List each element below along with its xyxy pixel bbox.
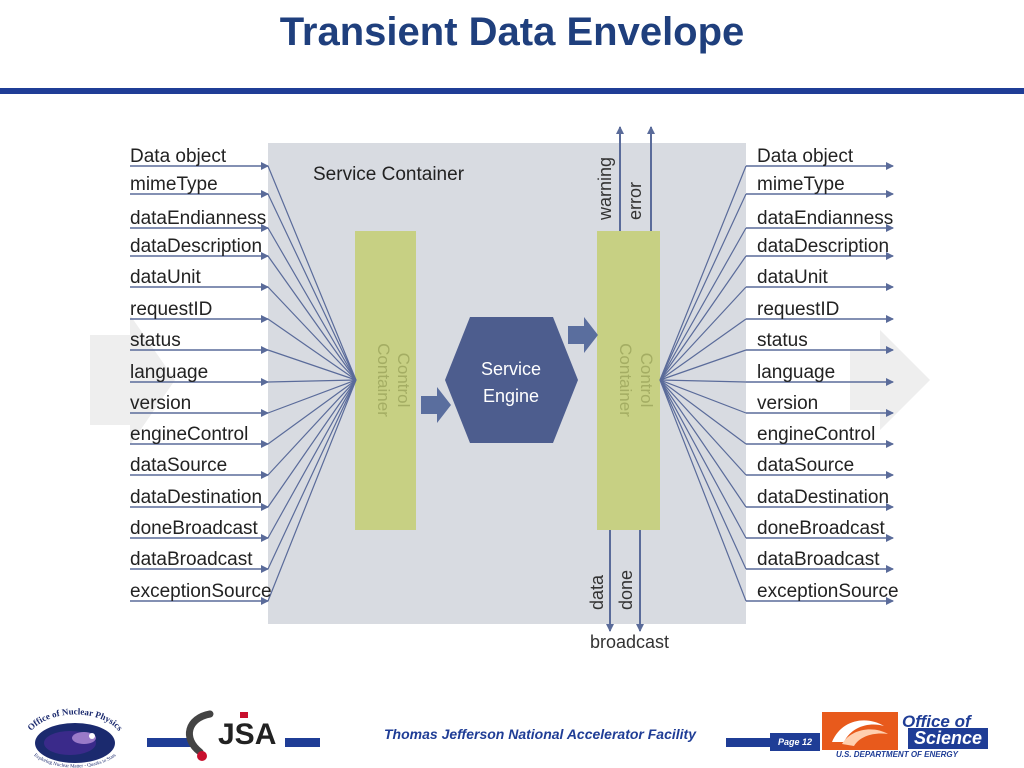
footer-bar-right: [726, 738, 770, 747]
right-field-label: Data object: [757, 146, 854, 167]
left-field-label: dataBroadcast: [130, 549, 253, 570]
container-control-left: [355, 231, 416, 530]
right-field-label: dataBroadcast: [757, 549, 880, 570]
footer-organization: Thomas Jefferson National Accelerator Fa…: [384, 726, 696, 742]
right-field-label: dataSource: [757, 455, 854, 476]
right-field-label: exceptionSource: [757, 581, 899, 602]
jsa-logo: JSA: [186, 710, 276, 761]
footer-bar-mid: [285, 738, 320, 747]
right-field-label: requestID: [757, 299, 839, 320]
left-field-label: mimeType: [130, 174, 218, 195]
left-field-label: Data object: [130, 146, 227, 167]
broadcast-label: broadcast: [590, 632, 669, 652]
left-field-label: doneBroadcast: [130, 518, 259, 539]
left-field-label: exceptionSource: [130, 581, 272, 602]
left-fan-line: [267, 165, 357, 381]
left-fan-line: [267, 379, 357, 476]
left-fan-line: [267, 349, 357, 381]
right-field-label: dataUnit: [757, 267, 828, 288]
left-fan-line: [267, 193, 357, 381]
done-label: done: [616, 570, 636, 610]
right-fan-line: [659, 379, 747, 383]
left-fan-line: [267, 255, 357, 381]
left-field-label: requestID: [130, 299, 212, 320]
right-fan-line: [659, 318, 747, 381]
right-field-label: dataDestination: [757, 487, 889, 508]
right-fan-line: [659, 379, 747, 476]
right-fan-line: [659, 379, 747, 570]
title-rule: [0, 88, 1024, 94]
error-label: error: [625, 182, 645, 220]
right-fan-line: [659, 379, 747, 445]
right-fan-line: [659, 379, 747, 602]
left-fan-line: [267, 286, 357, 381]
right-field-label: version: [757, 393, 818, 414]
right-field-label: dataEndianness: [757, 208, 893, 229]
background-arrow-left: [90, 315, 175, 445]
left-fan-line: [267, 379, 357, 602]
left-fan-line: [267, 379, 357, 539]
right-fan-line: [659, 255, 747, 381]
service-container-label: Service Container: [313, 164, 465, 185]
right-fan-line: [659, 193, 747, 381]
left-field-label: engineControl: [130, 424, 248, 445]
left-field-label: dataDestination: [130, 487, 262, 508]
container-control-right-label-2: Control: [637, 353, 656, 408]
doe-department: U.S. DEPARTMENT OF ENERGY: [836, 750, 958, 759]
left-fan-line: [267, 379, 357, 508]
service-engine-label-1: Service: [481, 359, 541, 379]
left-field-label: dataEndianness: [130, 208, 266, 229]
left-field-label: dataUnit: [130, 267, 201, 288]
right-fan-line: [659, 286, 747, 381]
right-field-label: dataDescription: [757, 236, 889, 257]
left-fan-line: [267, 379, 357, 383]
container-control-right-label-1: Container: [616, 343, 635, 417]
background-arrow-right: [850, 330, 930, 430]
left-fan-line: [267, 379, 357, 570]
nuclear-physics-logo: Office of Nuclear Physics Exploring Nucl…: [25, 706, 125, 768]
right-field-label: language: [757, 362, 835, 383]
service-engine-label-2: Engine: [483, 386, 539, 406]
left-field-label: dataDescription: [130, 236, 262, 257]
left-field-label: version: [130, 393, 191, 414]
left-field-label: dataSource: [130, 455, 227, 476]
left-fan-line: [267, 379, 357, 445]
right-fan-line: [659, 227, 747, 381]
right-fan-line: [659, 379, 747, 539]
left-fan-line: [267, 227, 357, 381]
block-arrow-engine-to-control: [568, 317, 598, 353]
doe-office-of: Office of: [902, 712, 971, 731]
left-fan-line: [267, 318, 357, 381]
right-field-label: mimeType: [757, 174, 845, 195]
data-label: data: [587, 574, 607, 610]
left-field-label: language: [130, 362, 208, 383]
block-arrow-control-to-engine: [421, 387, 451, 423]
jsa-logo-text: JSA: [218, 718, 276, 751]
service-engine: [445, 317, 578, 443]
container-control-left-label-1: Container: [374, 343, 393, 417]
right-field-list: Data object mimeType dataEndianness dataDes…: [659, 146, 899, 605]
left-fan-line: [267, 379, 357, 414]
doe-science: Science: [908, 728, 989, 749]
left-field-list: Data object mimeType dataEndianness dataDes…: [130, 146, 357, 605]
right-field-label: engineControl: [757, 424, 875, 445]
page-number: Page 12: [770, 733, 820, 751]
container-control-left-label-2: Control: [394, 353, 413, 408]
transient-data-envelope-diagram: Service Container Container Control Cont…: [90, 126, 930, 652]
right-field-label: status: [757, 330, 808, 351]
right-fan-line: [659, 379, 747, 414]
right-fan-line: [659, 379, 747, 508]
right-fan-line: [659, 165, 747, 381]
page-title: Transient Data Envelope: [279, 10, 745, 54]
footer-bar-left: [147, 738, 192, 747]
doe-swirl-icon: [822, 712, 898, 750]
right-field-label: doneBroadcast: [757, 518, 886, 539]
warning-label: warning: [595, 157, 615, 221]
right-fan-line: [659, 349, 747, 381]
left-field-label: status: [130, 330, 181, 351]
container-control-right: [597, 231, 660, 530]
